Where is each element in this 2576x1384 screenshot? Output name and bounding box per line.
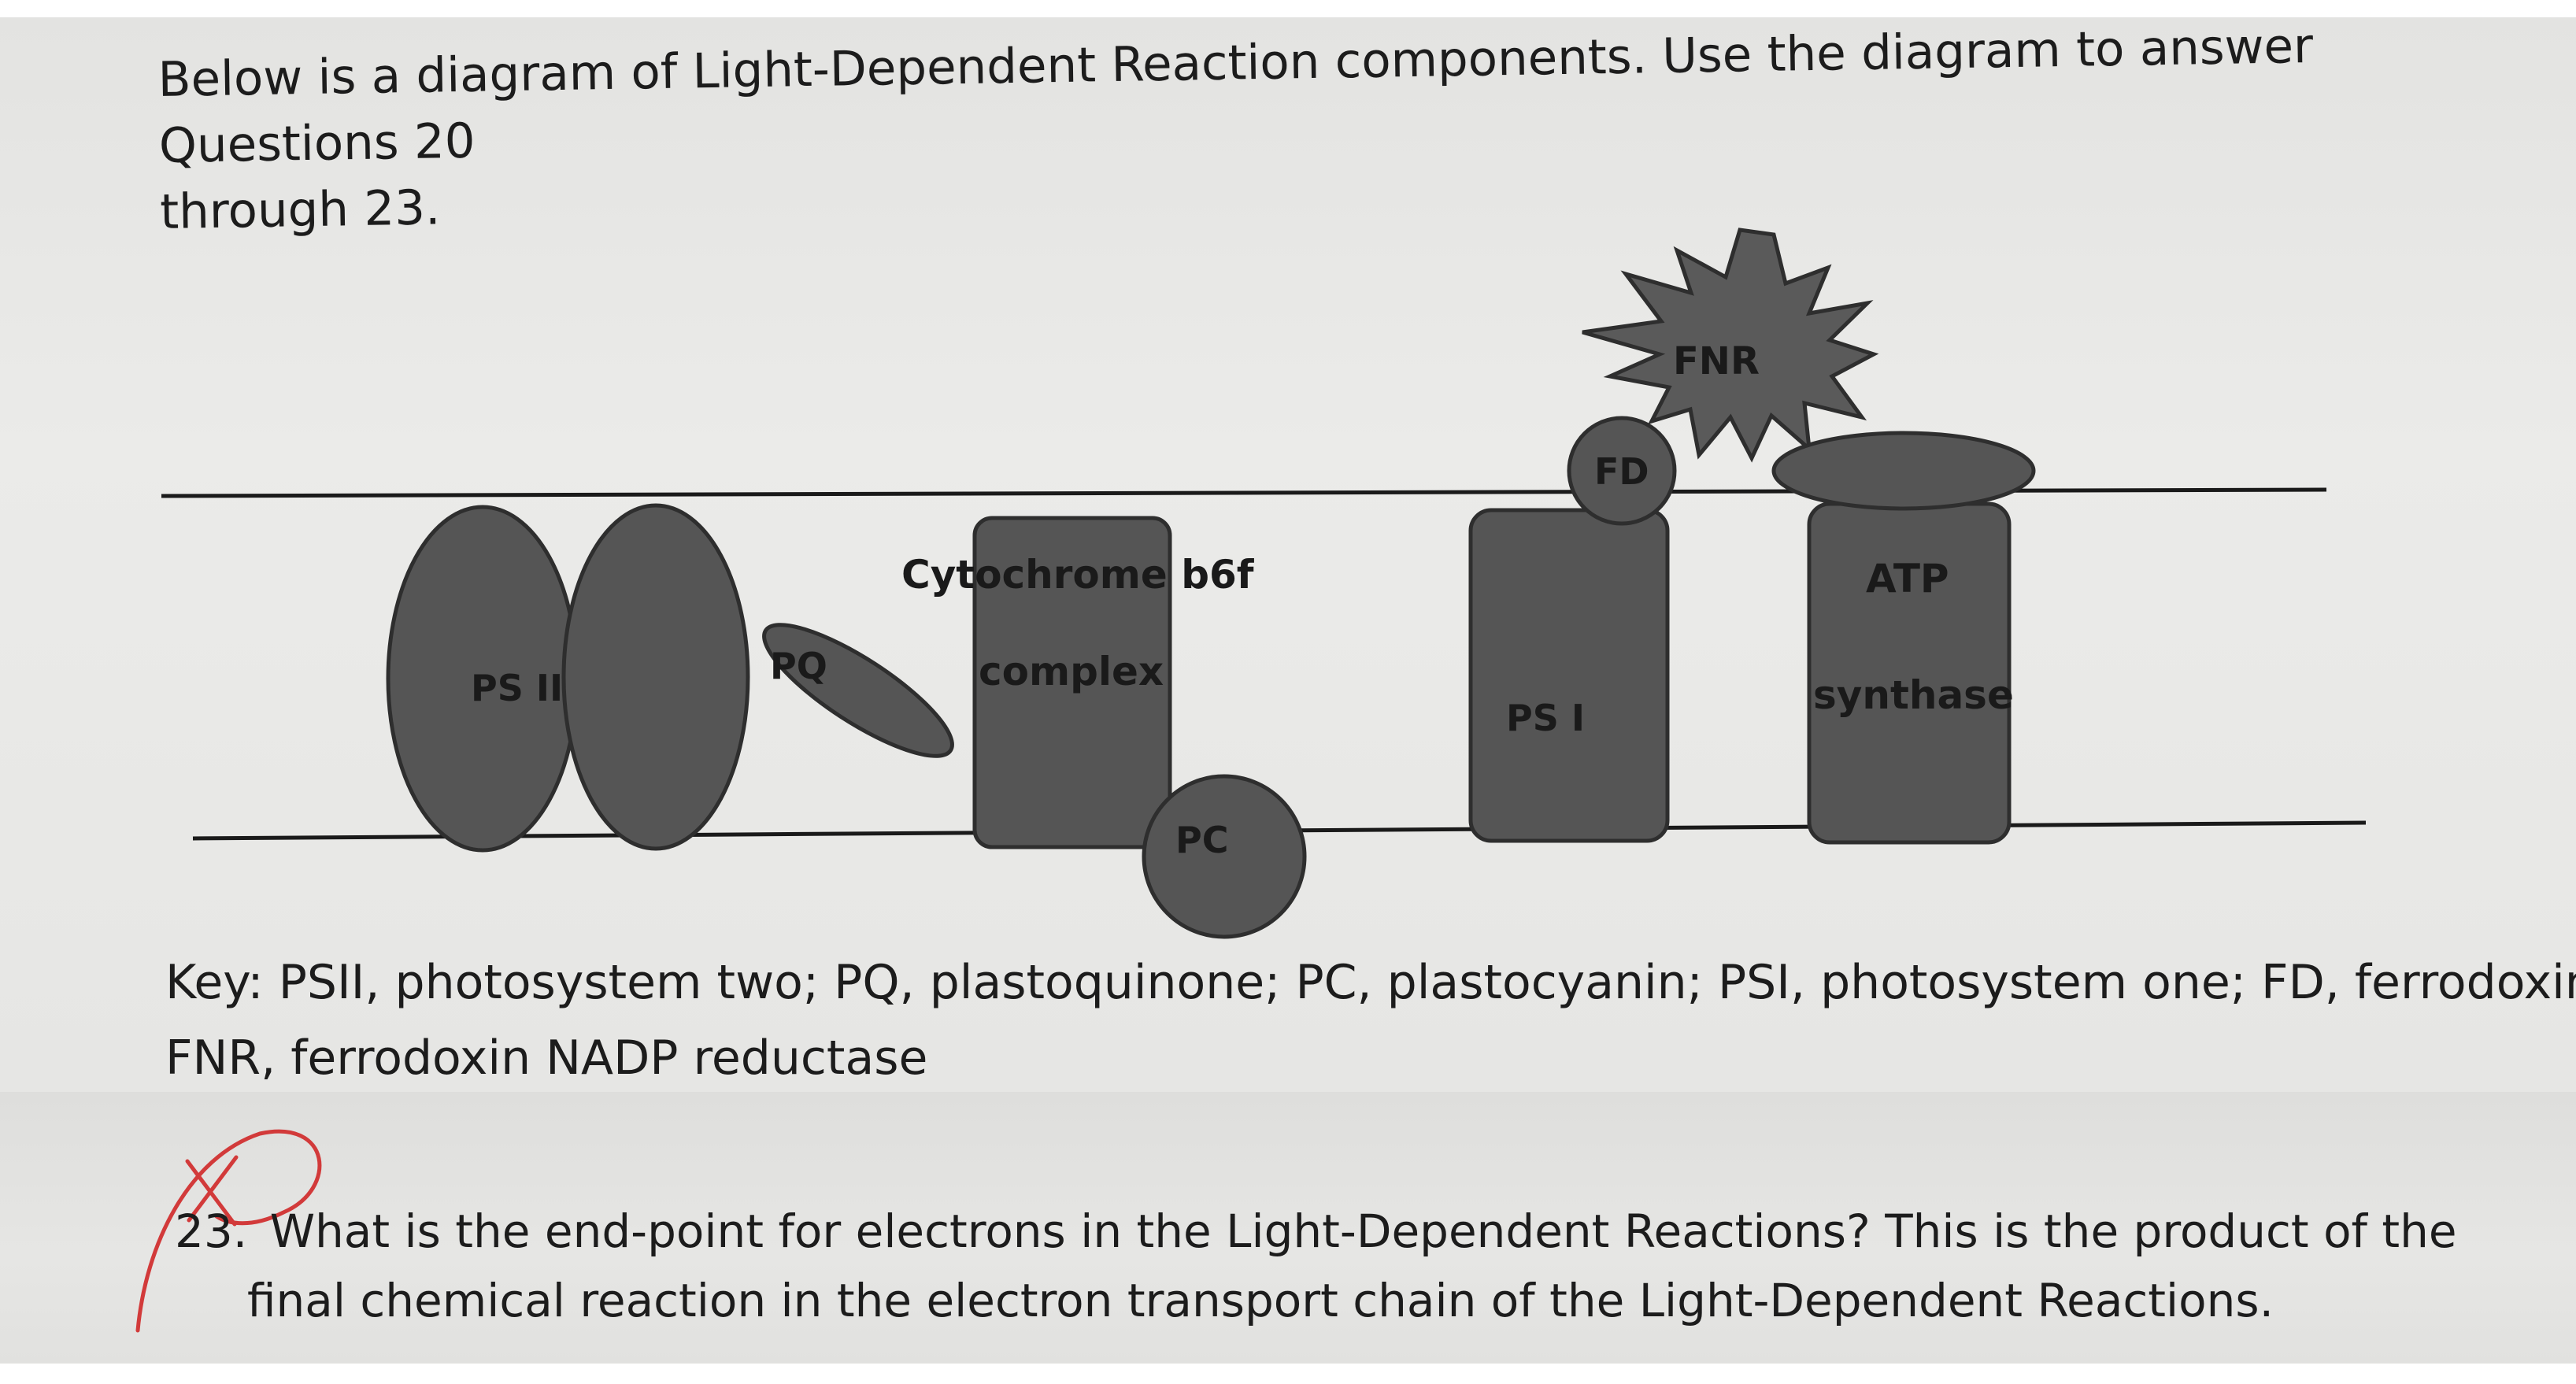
ps2-oval-right bbox=[561, 503, 750, 851]
pc-molecule: PC bbox=[1142, 774, 1307, 939]
pq-molecule: PQ bbox=[762, 623, 954, 758]
question-number: 23. bbox=[175, 1205, 248, 1258]
ps2-complex: PS II bbox=[386, 503, 750, 853]
atp-label-line1: ATP bbox=[1866, 556, 1949, 601]
question-line-1: What is the end-point for electrons in t… bbox=[269, 1205, 2457, 1258]
ps1-box bbox=[1468, 508, 1670, 843]
fd-label: FD bbox=[1594, 450, 1649, 493]
fd-circle bbox=[1567, 416, 1677, 526]
fnr-label: FNR bbox=[1673, 339, 1760, 383]
fnr-enzyme: FNR bbox=[1582, 228, 1879, 463]
question-23: 23. What is the end-point for electrons … bbox=[175, 1197, 2497, 1335]
ps1-complex: PS I bbox=[1468, 508, 1670, 843]
fnr-starburst bbox=[1582, 228, 1879, 463]
atp-label-line2: synthase bbox=[1813, 672, 2014, 718]
cytochrome-box bbox=[972, 516, 1172, 849]
pc-circle bbox=[1142, 774, 1307, 939]
cytochrome-b6f-complex: Cytochrome b6f complex bbox=[901, 516, 1255, 849]
handwritten-red-mark bbox=[135, 1129, 322, 1333]
key-line-2: FNR, ferrodoxin NADP reductase bbox=[165, 1031, 928, 1086]
atp-synthase-cap bbox=[1771, 431, 2036, 511]
worksheet-bottom-photo bbox=[0, 1092, 2576, 1364]
fd-molecule: FD bbox=[1567, 416, 1677, 526]
key-line-1: Key: PSII, photosystem two; PQ, plastoqu… bbox=[165, 955, 2576, 1010]
pc-label: PC bbox=[1175, 819, 1228, 861]
pq-oval bbox=[762, 623, 954, 758]
key-legend: Key: PSII, photosystem two; PQ, plastoqu… bbox=[165, 945, 2576, 1096]
cytochrome-label-line2: complex bbox=[979, 649, 1164, 694]
question-line-2: final chemical reaction in the electron … bbox=[247, 1274, 2274, 1327]
cytochrome-label-line1: Cytochrome b6f bbox=[901, 552, 1255, 598]
atp-synthase: ATP synthase bbox=[1771, 431, 2036, 845]
ps1-label: PS I bbox=[1506, 697, 1585, 739]
pq-label: PQ bbox=[770, 645, 827, 687]
ps2-label: PS II bbox=[471, 667, 563, 709]
